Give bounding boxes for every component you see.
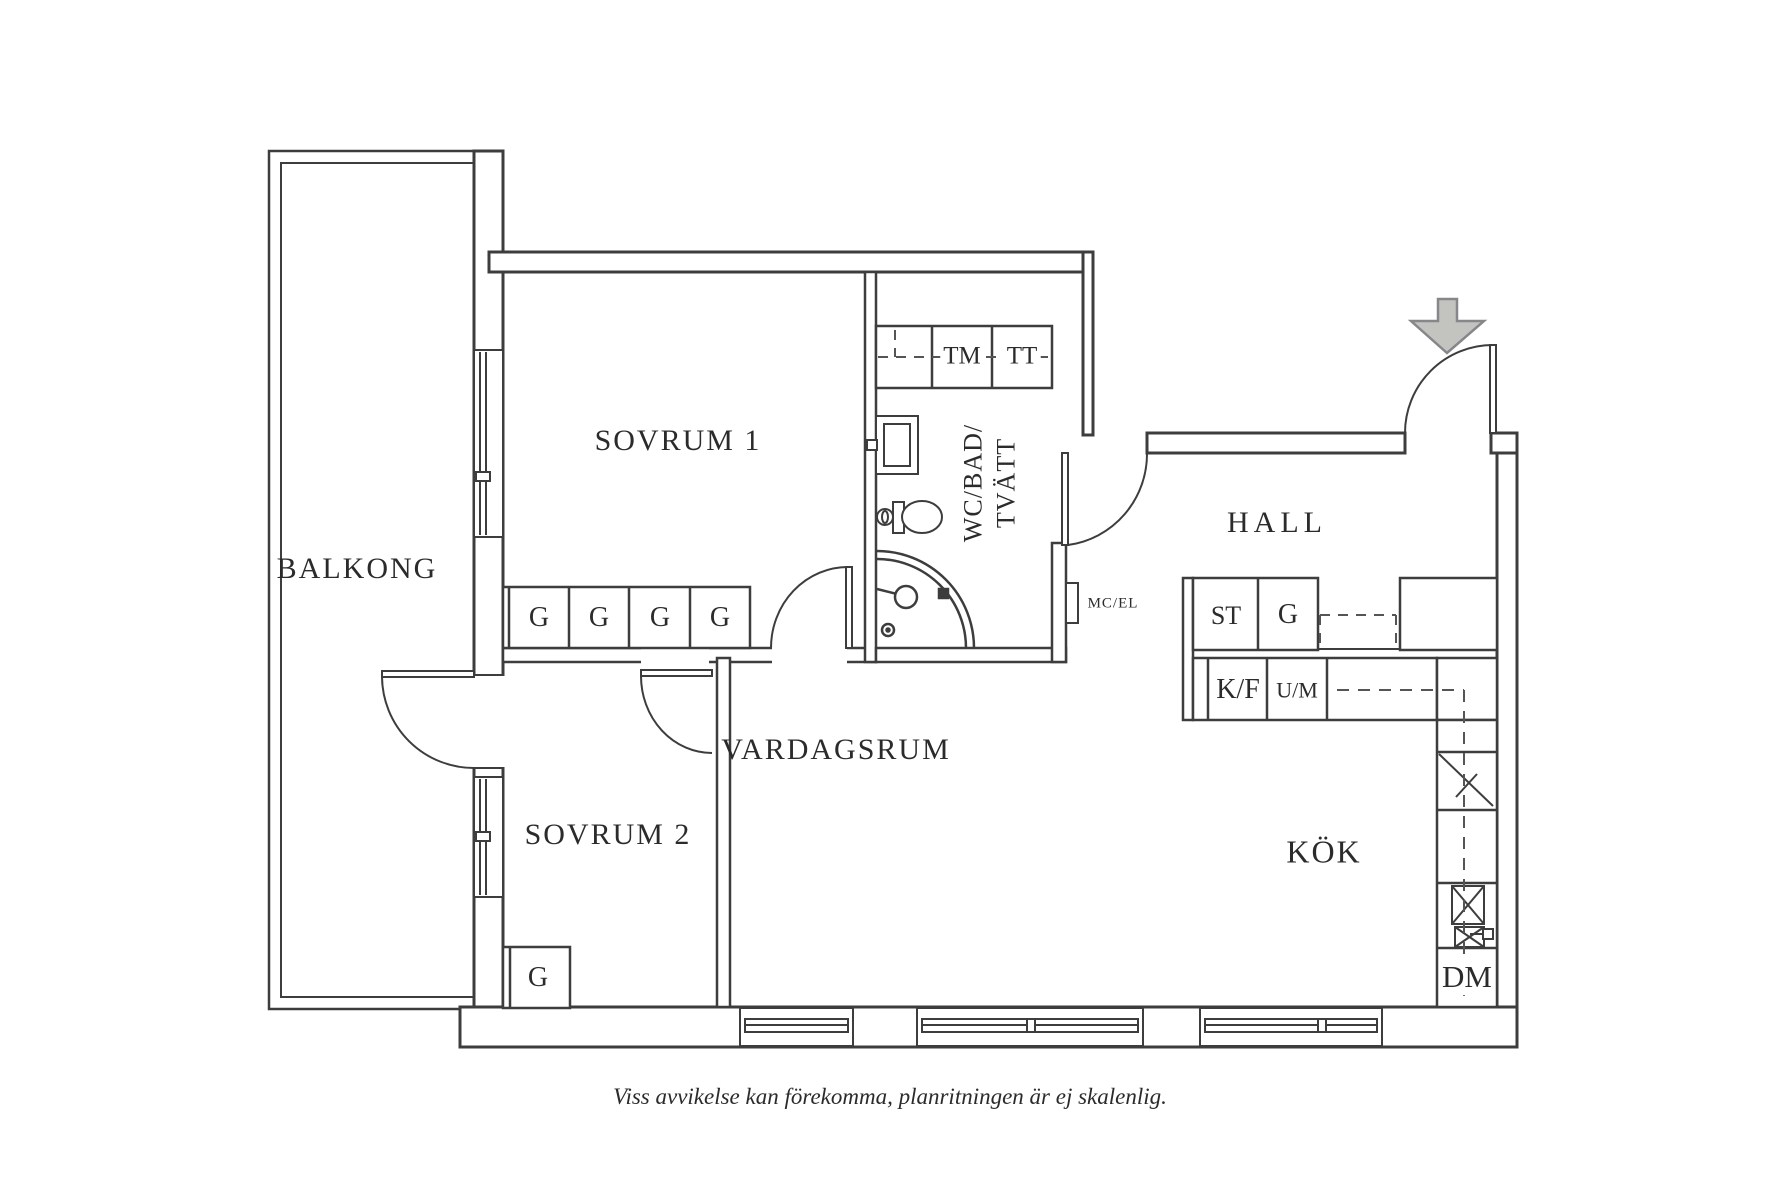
- bathroom-south-wall: [874, 646, 1068, 664]
- balcony-door-jambs: [474, 674, 503, 769]
- hall-cabinet-wall: [1181, 576, 1195, 722]
- bathroom-left-wall: [863, 270, 878, 664]
- dishwasher-label: DM: [1440, 959, 1494, 995]
- hall-closet-dashed: [1319, 614, 1397, 648]
- window-bedroom2: [473, 776, 504, 898]
- wardrobe-label-2: G: [588, 601, 610, 633]
- entry-arrow-icon: [1407, 297, 1488, 355]
- wardrobe-label-1: G: [528, 601, 550, 633]
- wardrobe-label-hall: G: [1277, 598, 1299, 630]
- room-label-vardagsrum: VARDAGSRUM: [721, 732, 951, 766]
- washing-machine-label: TM: [940, 342, 984, 372]
- hall-wall-block: [1398, 576, 1499, 652]
- balcony-parapet: [267, 149, 474, 1011]
- wardrobe-bedroom2: [501, 945, 572, 1010]
- wardrobe-label-4: G: [709, 601, 731, 633]
- room-label-balkong: BALKONG: [276, 551, 438, 585]
- bedroom2-door: [640, 669, 713, 754]
- north-wall: [487, 250, 1095, 274]
- bathroom-stub-wall: [1050, 541, 1068, 664]
- room-label-kok: KÖK: [1286, 833, 1362, 870]
- bedroom1-door: [770, 566, 853, 649]
- door-openings: [472, 645, 847, 767]
- wardrobe-label-bedroom2: G: [527, 961, 549, 993]
- wc-label-line2: TVÄTT: [991, 437, 1020, 529]
- mcel-label: MC/EL: [1087, 595, 1139, 612]
- room-label-sovrum2: SOVRUM 2: [524, 817, 692, 851]
- mcel-box: [1065, 582, 1079, 624]
- entry-jamb-wall: [1489, 431, 1519, 455]
- sink-icon: [866, 415, 919, 475]
- wc-label-line1: WC/BAD/: [958, 423, 988, 543]
- balcony-door: [381, 670, 475, 769]
- fridge-freezer-label: K/F: [1216, 673, 1260, 705]
- bedroom2-right-wall: [715, 656, 732, 1009]
- entry-door: [1404, 344, 1497, 434]
- kitchen-counter-top-run: [1191, 656, 1499, 722]
- dryer-label: TT: [1003, 342, 1041, 372]
- disclaimer-text: Viss avvikelse kan förekomma, planritnin…: [613, 1083, 1167, 1109]
- room-label-hall: HALL: [1227, 505, 1327, 539]
- wardrobe-row-bedroom1: [501, 585, 752, 650]
- south-windows: [739, 1007, 1383, 1047]
- toilet-icon: [876, 500, 943, 534]
- kitchen-dashed-lines: [1337, 689, 1465, 1002]
- laundry-dashed-lines: [878, 330, 1048, 358]
- bathroom-door: [1061, 452, 1149, 546]
- hall-closet-row: [1191, 576, 1320, 652]
- wardrobe-label-3: G: [649, 601, 671, 633]
- closet-label-st: ST: [1210, 601, 1242, 631]
- window-bedroom1: [473, 349, 504, 538]
- east-wall: [1495, 451, 1519, 1049]
- room-label-wc-bad-tvatt: WC/BAD/ TVÄTT: [958, 424, 1023, 542]
- kitchen-corner-cabinet-icon: [1438, 753, 1494, 807]
- kitchen-sink-icon: [1451, 885, 1494, 948]
- hall-top-wall: [1145, 431, 1407, 455]
- shower-icon: [876, 549, 976, 649]
- room-label-sovrum1: SOVRUM 1: [594, 423, 762, 457]
- oven-microwave-label: U/M: [1276, 677, 1318, 703]
- north-jog-wall: [1081, 250, 1095, 437]
